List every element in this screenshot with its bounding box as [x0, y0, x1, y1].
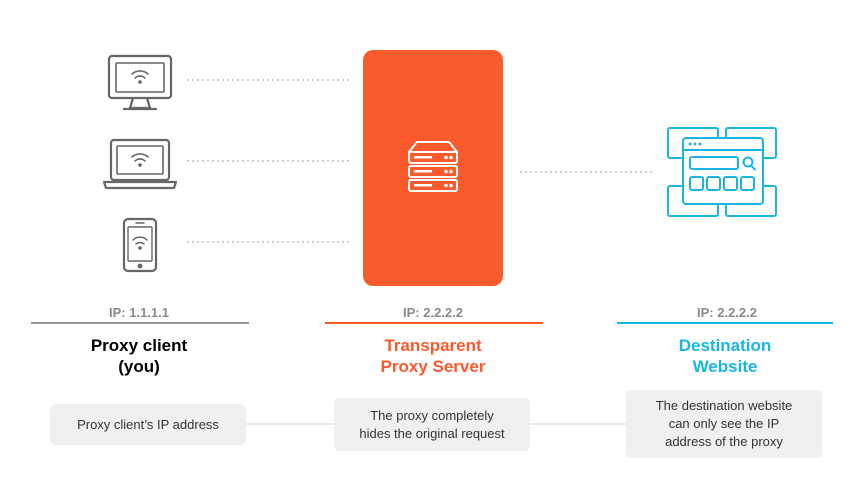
client-divider — [31, 322, 249, 324]
client-note-text: Proxy client’s IP address — [77, 416, 219, 432]
destination-title-line-1: Destination — [678, 336, 772, 355]
client-note: Proxy client’s IP address — [50, 404, 246, 445]
destination-divider — [617, 322, 833, 324]
wifi-icon — [131, 153, 149, 167]
website-window-icon — [667, 127, 777, 217]
proxy-note: The proxy completely hides the original … — [334, 398, 530, 451]
destination-note-line-1: The destination website — [655, 398, 793, 413]
client-title: Proxy client (you) — [29, 335, 249, 377]
laptop-icon — [102, 138, 178, 190]
server-stack-icon — [408, 141, 458, 192]
destination-note-line-3: address of the proxy — [665, 434, 783, 449]
smartphone-icon — [122, 217, 158, 273]
proxy-divider — [325, 322, 543, 324]
proxy-server-box — [363, 50, 503, 286]
proxy-note-line-1: The proxy completely — [370, 407, 494, 423]
proxy-note-line-2: hides the original request — [359, 425, 505, 441]
destination-title-line-2: Website — [692, 357, 758, 376]
client-title-line-1: Proxy client — [90, 336, 188, 355]
client-title-line-2: (you) — [118, 357, 160, 376]
proxy-ip-label: IP: 2.2.2.2 — [403, 305, 463, 320]
desktop-monitor-icon — [107, 54, 173, 111]
wifi-icon — [131, 70, 149, 84]
search-icon — [742, 156, 756, 171]
proxy-title: Transparent Proxy Server — [323, 335, 543, 377]
destination-title: Destination Website — [615, 335, 835, 377]
destination-note-line-2: can only see the IP — [668, 416, 780, 431]
destination-note: The destination website can only see the… — [626, 390, 822, 458]
destination-ip-label: IP: 2.2.2.2 — [697, 305, 757, 320]
proxy-title-line-2: Proxy Server — [380, 357, 486, 376]
client-ip-label: IP: 1.1.1.1 — [109, 305, 169, 320]
proxy-title-line-1: Transparent — [384, 336, 482, 355]
wifi-icon — [132, 236, 148, 250]
